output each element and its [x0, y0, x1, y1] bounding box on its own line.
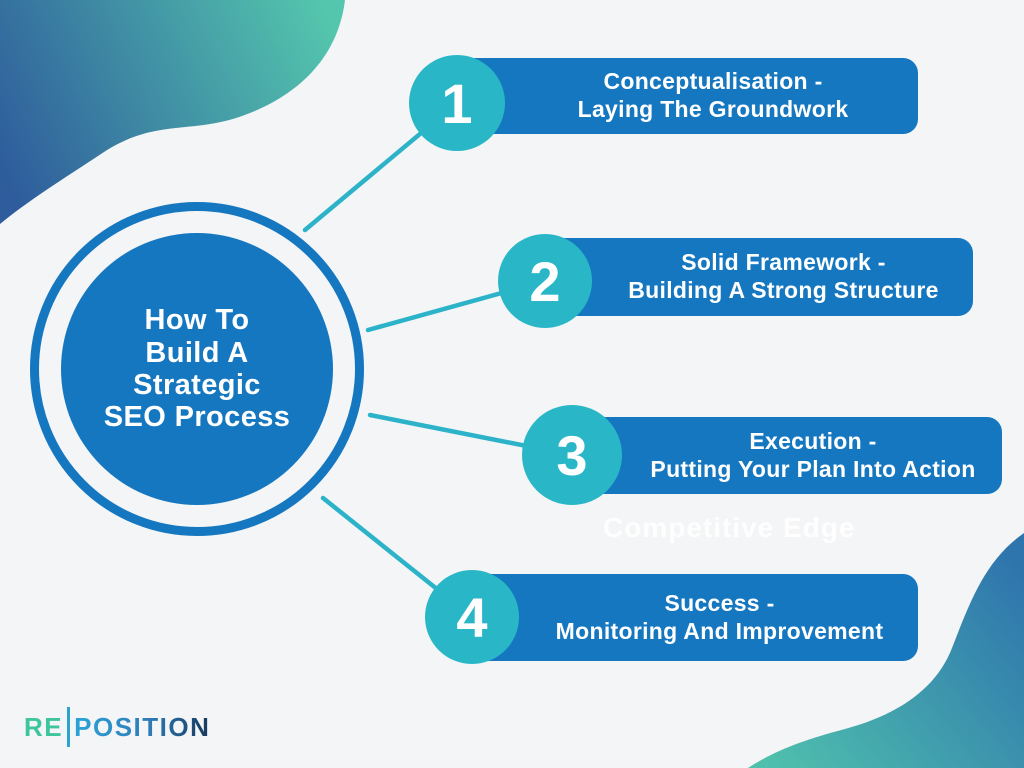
- central-circle: How To Build A Strategic SEO Process: [61, 233, 333, 505]
- step-1-number-badge: 1: [409, 55, 505, 151]
- bottom-right-blob: [748, 533, 1024, 768]
- step-2-number-badge: 2: [498, 234, 592, 328]
- logo-suffix: POSITION: [74, 711, 211, 742]
- central-circle-ring: [30, 202, 364, 536]
- step-3-label-bar: Execution - Putting Your Plan Into Actio…: [575, 417, 1002, 494]
- step-2-label-bar: Solid Framework - Building A Strong Stru…: [548, 238, 973, 316]
- step-1-label-line1: Conceptualisation -: [603, 68, 823, 95]
- step-4-label-line2: Monitoring And Improvement: [555, 617, 884, 644]
- reposition-logo: RE POSITION: [24, 706, 210, 748]
- title-line-1: How To: [144, 304, 250, 337]
- step-4-label-bar: Success - Monitoring And Improvement: [475, 574, 918, 661]
- step-3-label-line1: Execution -: [749, 427, 877, 454]
- step-3-label-line2: Putting Your Plan Into Action: [650, 455, 976, 482]
- step-1-number: 1: [441, 71, 473, 135]
- step-1-label-line2: Laying The Groundwork: [577, 96, 849, 122]
- step-1-label-bar: Conceptualisation - Laying The Groundwor…: [460, 58, 918, 134]
- step-4-number: 4: [456, 585, 488, 649]
- step-4-label-line1: Success -: [664, 589, 775, 616]
- title-line-2: Build A: [145, 336, 249, 369]
- step-2-label-line2: Building A Strong Structure: [628, 277, 939, 303]
- step-2-label-line1: Solid Framework -: [681, 249, 886, 276]
- logo-divider-bar: [67, 707, 71, 747]
- step-3-number: 3: [556, 423, 588, 487]
- step-2-number: 2: [529, 249, 561, 313]
- step-3-number-badge: 3: [522, 405, 622, 505]
- title-line-4: SEO Process: [103, 401, 291, 434]
- top-left-blob: [0, 0, 345, 224]
- title-line-3: Strategic: [133, 369, 261, 401]
- step-4-number-badge: 4: [425, 570, 519, 664]
- logo-prefix: RE: [24, 711, 64, 742]
- watermark-text: Competitive Edge: [603, 512, 856, 543]
